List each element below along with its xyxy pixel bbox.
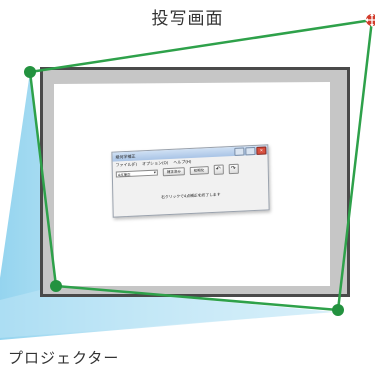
menu-options[interactable]: オプション(O) bbox=[141, 159, 169, 166]
redo-icon[interactable]: ↷ bbox=[228, 163, 239, 174]
apply-button[interactable]: 補正済み bbox=[162, 166, 185, 176]
correction-dialog[interactable]: 幾何学補正 ✕ ファイル(F) オプション(O) ヘルプ(H) 4点補正 補正済… bbox=[111, 144, 270, 218]
minimize-button[interactable] bbox=[234, 146, 245, 156]
dialog-status-text: 右クリックで4点補正を終了します bbox=[161, 191, 221, 200]
active-corner-marker-icon bbox=[365, 13, 375, 27]
screen-title: 投写画面 bbox=[151, 9, 224, 29]
projector-beam-lower bbox=[0, 286, 336, 338]
close-button[interactable]: ✕ bbox=[256, 145, 267, 155]
menu-file[interactable]: ファイル(F) bbox=[115, 161, 138, 168]
menu-help[interactable]: ヘルプ(H) bbox=[173, 158, 192, 165]
correction-mode-select[interactable]: 4点補正 bbox=[115, 169, 158, 178]
corner-marker-icon bbox=[24, 66, 36, 78]
projector-label: プロジェクター bbox=[8, 349, 120, 367]
undo-icon[interactable]: ↶ bbox=[213, 163, 224, 175]
corner-marker-icon bbox=[50, 280, 62, 292]
reset-button[interactable]: 初期化 bbox=[189, 165, 209, 175]
corner-marker-icon bbox=[332, 304, 344, 316]
maximize-button[interactable] bbox=[245, 146, 256, 155]
